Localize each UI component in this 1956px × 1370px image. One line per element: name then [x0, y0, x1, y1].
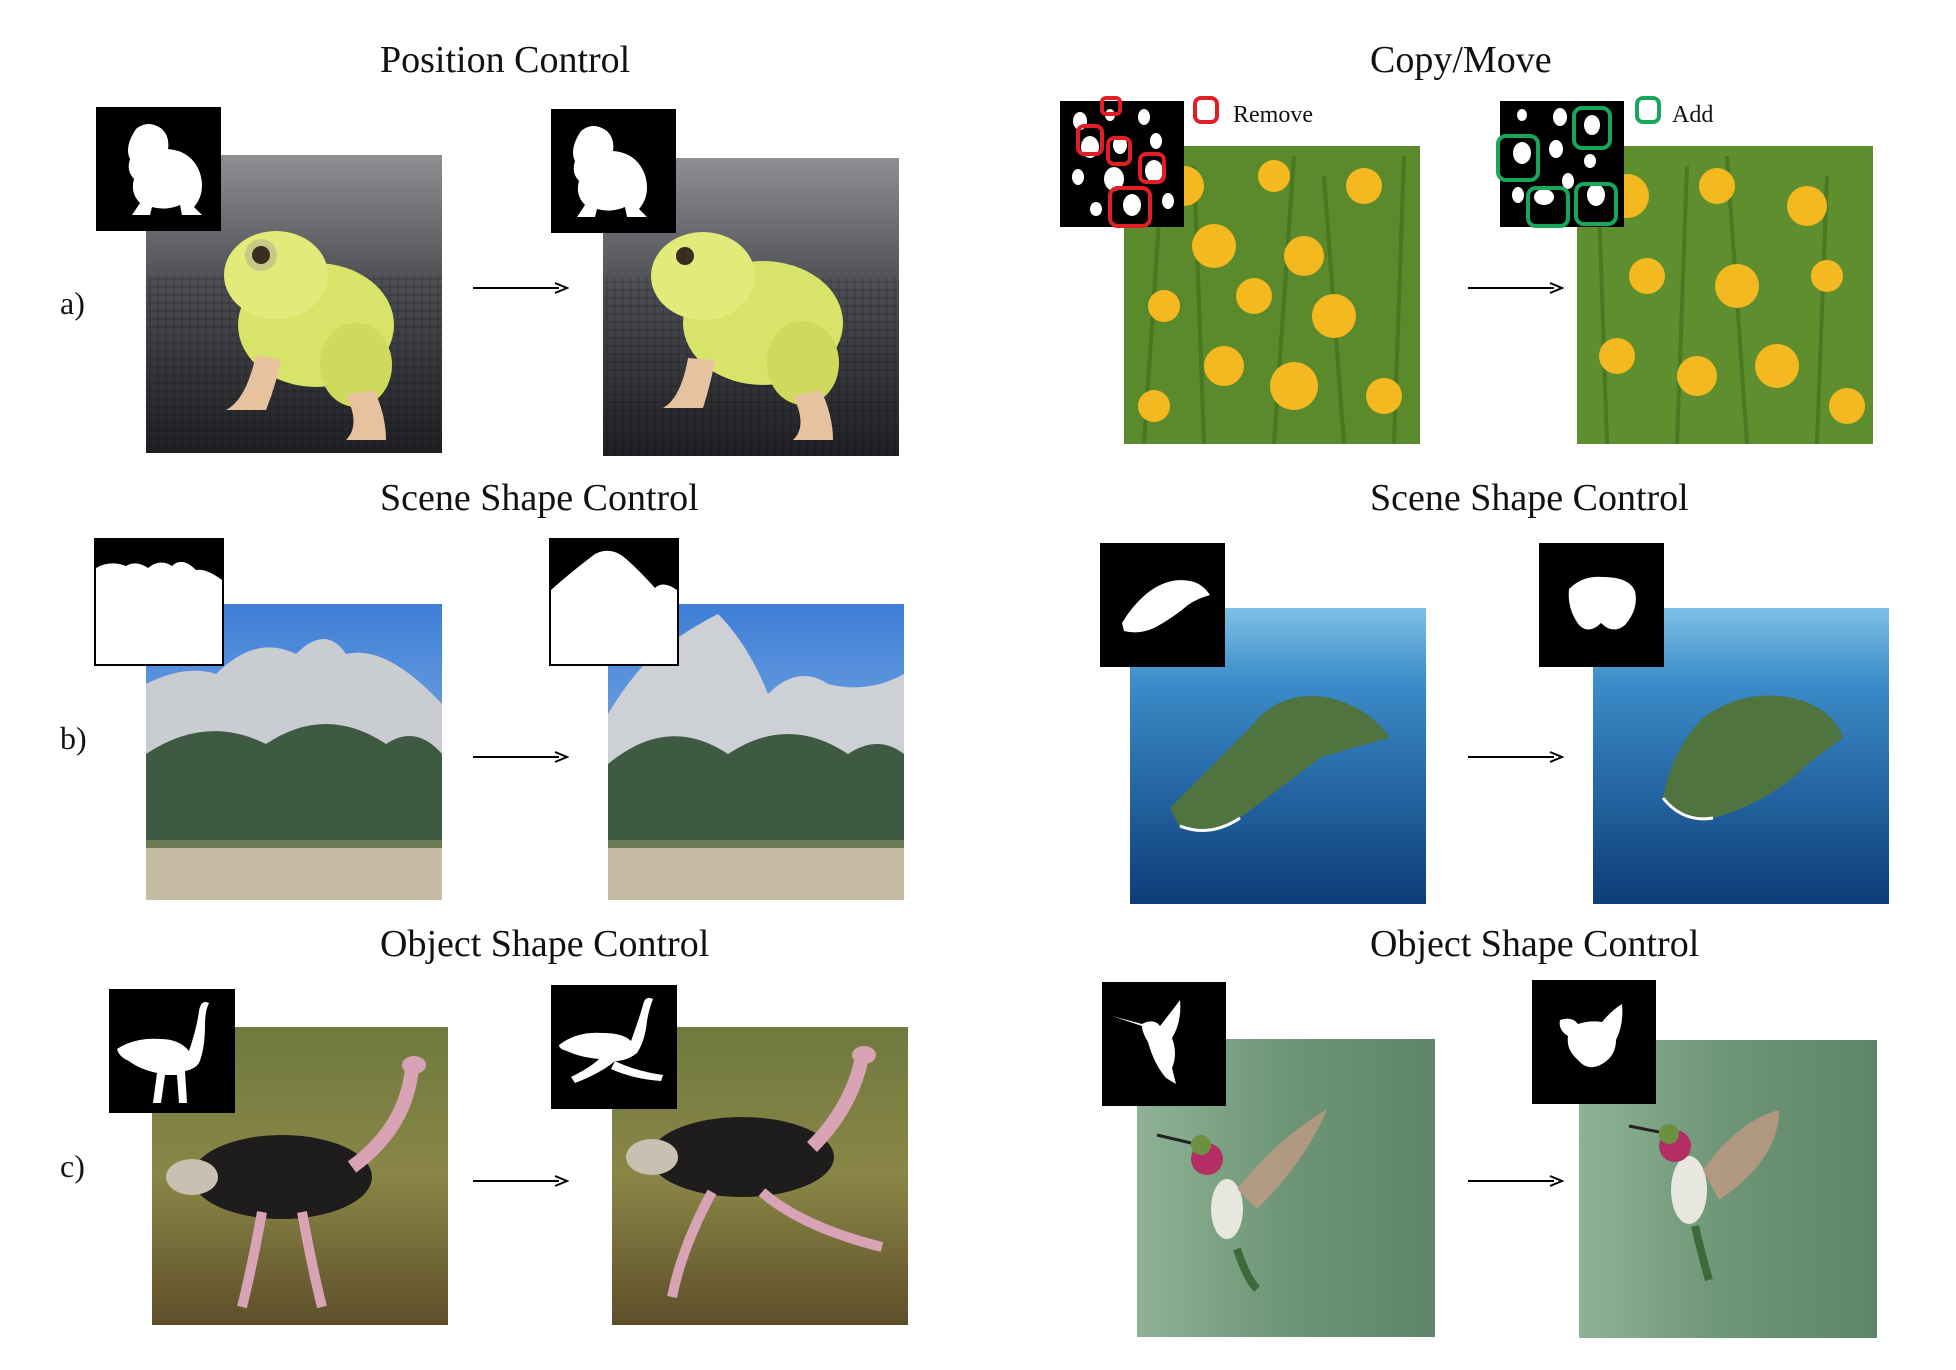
- island-mask-icon: [1568, 576, 1636, 630]
- dandelion-mask-output: [1500, 101, 1624, 227]
- ostrich-mask-output: [551, 985, 677, 1109]
- hummingbird-silhouette-icon: [1112, 1000, 1181, 1084]
- ostrich-mask-input: [109, 989, 235, 1113]
- title-object-shape-left: Object Shape Control: [380, 923, 710, 965]
- row-label-b: b): [60, 720, 87, 756]
- add-legend-swatch: [1635, 96, 1661, 124]
- right-arrow-icon: [473, 280, 569, 296]
- hummingbird-silhouette-icon: [1559, 1004, 1623, 1068]
- ostrich-silhouette-icon: [117, 1002, 209, 1103]
- mountain-mask-input: [94, 538, 224, 666]
- row-label-a: a): [60, 285, 85, 321]
- right-arrow-icon: [1468, 749, 1564, 765]
- remove-legend-label: Remove: [1233, 102, 1313, 128]
- remove-highlight-boxes: [1076, 96, 1166, 228]
- right-arrow-icon: [1468, 280, 1564, 296]
- title-scene-shape-left: Scene Shape Control: [380, 477, 699, 519]
- frog-silhouette-icon: [128, 124, 202, 215]
- frog-input-photo: [146, 155, 442, 453]
- hummingbird-mask-output: [1532, 980, 1656, 1104]
- mountain-mask-icon: [96, 540, 222, 580]
- remove-legend-swatch: [1193, 96, 1219, 124]
- frog-silhouette-icon: [573, 126, 647, 217]
- mountain-output-photo: [608, 604, 904, 900]
- dandelion-mask-icon: [1512, 108, 1605, 206]
- add-legend-label: Add: [1672, 102, 1714, 128]
- title-scene-shape-right: Scene Shape Control: [1370, 477, 1689, 519]
- island-mask-icon: [1122, 580, 1210, 633]
- right-arrow-icon: [473, 1173, 569, 1189]
- ostrich-silhouette-icon: [559, 997, 663, 1083]
- title-copy-move: Copy/Move: [1370, 39, 1552, 81]
- island-input-photo: [1130, 608, 1426, 904]
- island-mask-input: [1100, 543, 1225, 667]
- frog-mask-input: [96, 107, 221, 231]
- right-arrow-icon: [473, 749, 569, 765]
- dandelion-output-photo: [1577, 146, 1873, 444]
- dandelion-mask-icon: [1072, 109, 1174, 216]
- right-arrow-icon: [1468, 1173, 1564, 1189]
- mountain-mask-output: [549, 538, 679, 666]
- add-highlight-boxes: [1496, 106, 1618, 228]
- island-mask-output: [1539, 543, 1664, 667]
- hummingbird-mask-input: [1102, 982, 1226, 1106]
- mountain-mask-icon: [551, 540, 677, 590]
- title-object-shape-right: Object Shape Control: [1370, 923, 1700, 965]
- title-position-control: Position Control: [380, 39, 631, 81]
- frog-mask-output: [551, 109, 676, 233]
- row-label-c: c): [60, 1148, 85, 1184]
- ostrich-output-photo: [612, 1027, 908, 1325]
